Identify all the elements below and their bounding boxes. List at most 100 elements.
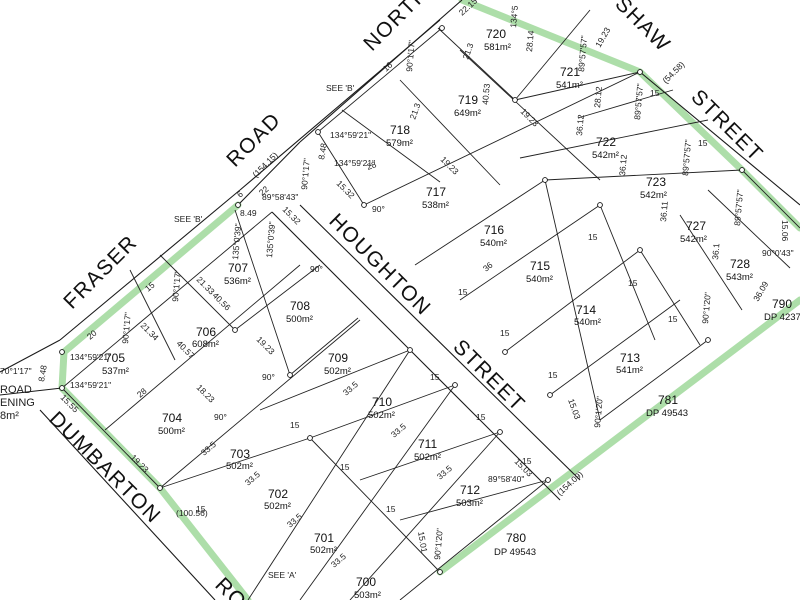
lot-area: 536m²	[224, 276, 251, 287]
bearing: 89°57'57"	[680, 139, 693, 176]
bearing: 90°0'43"	[762, 248, 794, 258]
dimension: 28	[365, 159, 378, 172]
note-see-b-top: SEE 'B'	[326, 83, 355, 93]
bearing: 89°58'43"	[262, 192, 298, 202]
bearing: 134°59'21"	[334, 158, 375, 168]
lot-labels: 700 503m² 701 502m² 702 502m² 703 502m² …	[102, 27, 753, 600]
lot-area: 542m²	[640, 190, 667, 201]
parcel-number: 781	[658, 393, 678, 407]
lot-number: 713	[620, 351, 640, 365]
lot-number: 711	[418, 437, 437, 451]
svg-text:15: 15	[522, 456, 532, 466]
bearing: 89°57'57"	[576, 35, 589, 72]
bearing: 134°59'21"	[330, 130, 371, 140]
lot-area: 649m²	[454, 108, 481, 119]
svg-text:15: 15	[340, 462, 350, 472]
lot-area: 540m²	[480, 238, 507, 249]
svg-text:15: 15	[500, 328, 510, 338]
street-road-bottom: RO	[210, 573, 251, 600]
lot-number: 707	[228, 261, 248, 275]
dimension: 15.32	[335, 178, 357, 200]
note-road-opening-area: 8m²	[0, 410, 19, 422]
svg-text:15: 15	[628, 278, 638, 288]
lot-number: 705	[105, 351, 125, 365]
lot-area: 541m²	[556, 80, 583, 91]
plan-notes: SEE 'B' SEE 'B' SEE 'A' ROAD ENING 8m²	[0, 83, 355, 580]
dimension: 21.3	[460, 41, 475, 60]
dimension: 28.12	[592, 86, 604, 108]
bearing: 90°1'17"	[170, 270, 183, 302]
lot-number: 728	[730, 257, 750, 271]
lot-number: 710	[372, 395, 392, 409]
dimension: 18.23	[195, 382, 217, 404]
boundary-outline-bottom	[436, 296, 800, 576]
lot-number: 722	[596, 135, 616, 149]
street-street-mid: STREET	[448, 335, 529, 416]
bearing: 90°1'20"	[432, 528, 445, 560]
lot-area: 502m²	[324, 366, 351, 377]
dimension: 33.5	[435, 463, 454, 481]
dimension: 33.5	[341, 379, 360, 397]
svg-text:90°: 90°	[310, 264, 323, 274]
street-fraser: FRASER	[59, 231, 142, 314]
bearing: 89°57'57"	[632, 83, 645, 120]
bearing: 90°1'17"	[299, 158, 312, 190]
dimension: 36	[481, 260, 495, 274]
svg-text:15: 15	[290, 420, 300, 430]
lot-number: 717	[426, 185, 446, 199]
dimension: 28	[135, 386, 149, 400]
dimension: 36.11	[658, 200, 670, 222]
bearing: 135°0'39"	[264, 221, 277, 258]
svg-text:15: 15	[196, 504, 206, 514]
lot-number: 704	[162, 411, 182, 425]
svg-text:15: 15	[430, 372, 440, 382]
lot-area: 502m²	[264, 501, 291, 512]
parcel-dp: DP 49543	[646, 408, 688, 419]
lot-number: 719	[458, 93, 478, 107]
svg-text:15: 15	[698, 138, 708, 148]
dimension: 33.5	[285, 511, 304, 529]
lot-number: 720	[486, 27, 506, 41]
bearing: 90°1'20"	[592, 396, 605, 428]
svg-text:15: 15	[386, 504, 396, 514]
dimension: 19.23	[439, 154, 461, 176]
dimension: 40.53	[480, 83, 492, 105]
lot-number: 716	[484, 223, 504, 237]
dimension: (100.56)	[176, 508, 208, 518]
dimension: 19.23	[255, 334, 277, 356]
bearing: 89°58'40"	[488, 474, 524, 484]
lot-number: 714	[576, 303, 596, 317]
lot-number: 702	[268, 487, 288, 501]
lot-number: 721	[560, 65, 580, 79]
dimension: 36.09	[751, 279, 770, 303]
lot-number: 703	[230, 447, 250, 461]
svg-text:15: 15	[668, 314, 678, 324]
lot-area: 540m²	[526, 274, 553, 285]
dimension: (54.58)	[660, 59, 686, 85]
lot-number: 718	[390, 123, 410, 137]
bearing: 90°1'17"	[120, 312, 133, 344]
lot-area: 502m²	[368, 410, 395, 421]
bearing: 90°1'20"	[700, 292, 713, 324]
dimension: 8.48	[36, 364, 49, 382]
lot-area: 541m²	[616, 365, 643, 376]
dimension: 6	[235, 189, 245, 200]
street-shaw: SHAW	[610, 0, 675, 57]
lot-number: 700	[356, 575, 376, 589]
lot-number: 715	[530, 259, 550, 273]
lot-number: 723	[646, 175, 666, 189]
svg-text:15: 15	[548, 370, 558, 380]
dimension: 15.06	[780, 220, 790, 242]
bearing: 135°0'39"	[230, 223, 243, 260]
parcel-number: 790	[772, 297, 792, 311]
parcel-number: 780	[506, 531, 526, 545]
bearing: 90°1'17"	[404, 40, 417, 72]
lot-area: 540m²	[574, 317, 601, 328]
survey-marks	[59, 25, 745, 575]
dimension: 15.03	[566, 397, 583, 421]
lot-area: 581m²	[484, 42, 511, 53]
lot-area: 500m²	[286, 314, 313, 325]
lot-area: 503m²	[354, 590, 381, 600]
